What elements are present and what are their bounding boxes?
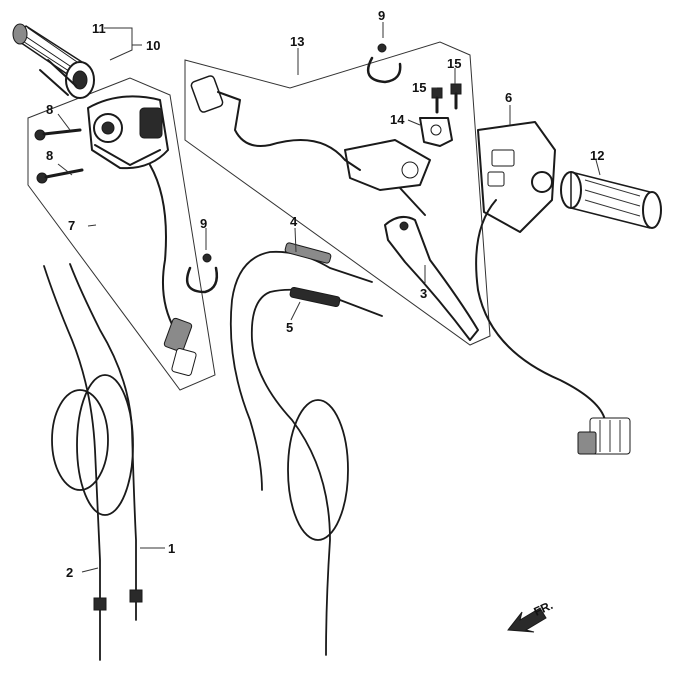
- callout-1: 1: [168, 541, 175, 556]
- right-switch-housing: [475, 121, 631, 455]
- callout-11: 11: [92, 21, 106, 36]
- clutch-switch-assembly: [190, 75, 431, 216]
- callout-9-upper: 9: [378, 8, 385, 23]
- callout-15-left: 15: [412, 80, 426, 95]
- bolt-15-b: [450, 83, 462, 110]
- callout-8-lower: 8: [46, 148, 53, 163]
- screw-lower: [36, 168, 84, 184]
- callout-3: 3: [420, 286, 427, 301]
- frame-clutch-lever-group: [184, 41, 491, 346]
- frame-left-switch-group: [27, 77, 216, 391]
- callout-6: 6: [505, 90, 512, 105]
- callout-7: 7: [68, 218, 75, 233]
- throttle-cable-b: [250, 286, 383, 656]
- cable-2: [43, 265, 109, 661]
- screw-upper: [34, 128, 82, 141]
- wire-clip-lower: [185, 253, 219, 294]
- front-direction-label: FR.: [532, 598, 555, 619]
- callout-12: 12: [590, 148, 604, 163]
- callout-15-right: 15: [447, 56, 461, 71]
- lever-holder-clamp: [419, 117, 453, 147]
- bolt-15-a: [431, 87, 443, 114]
- callout-10: 10: [146, 38, 160, 53]
- callout-14: 14: [390, 112, 405, 127]
- cable-1: [69, 263, 143, 621]
- callout-5: 5: [286, 320, 293, 335]
- wire-clip-upper: [366, 43, 402, 84]
- callout-8-upper: 8: [46, 102, 53, 117]
- left-grip: [12, 23, 95, 99]
- throttle-cable-a: [229, 242, 373, 491]
- right-grip: [560, 171, 662, 229]
- callout-9-lower: 9: [200, 216, 207, 231]
- callout-4: 4: [290, 214, 298, 229]
- callout-2: 2: [66, 565, 73, 580]
- callout-13: 13: [290, 34, 304, 49]
- clutch-lever: [384, 215, 479, 341]
- front-direction-arrow: [507, 607, 547, 633]
- left-switch-housing: [87, 95, 197, 377]
- leader-lines: [57, 22, 601, 573]
